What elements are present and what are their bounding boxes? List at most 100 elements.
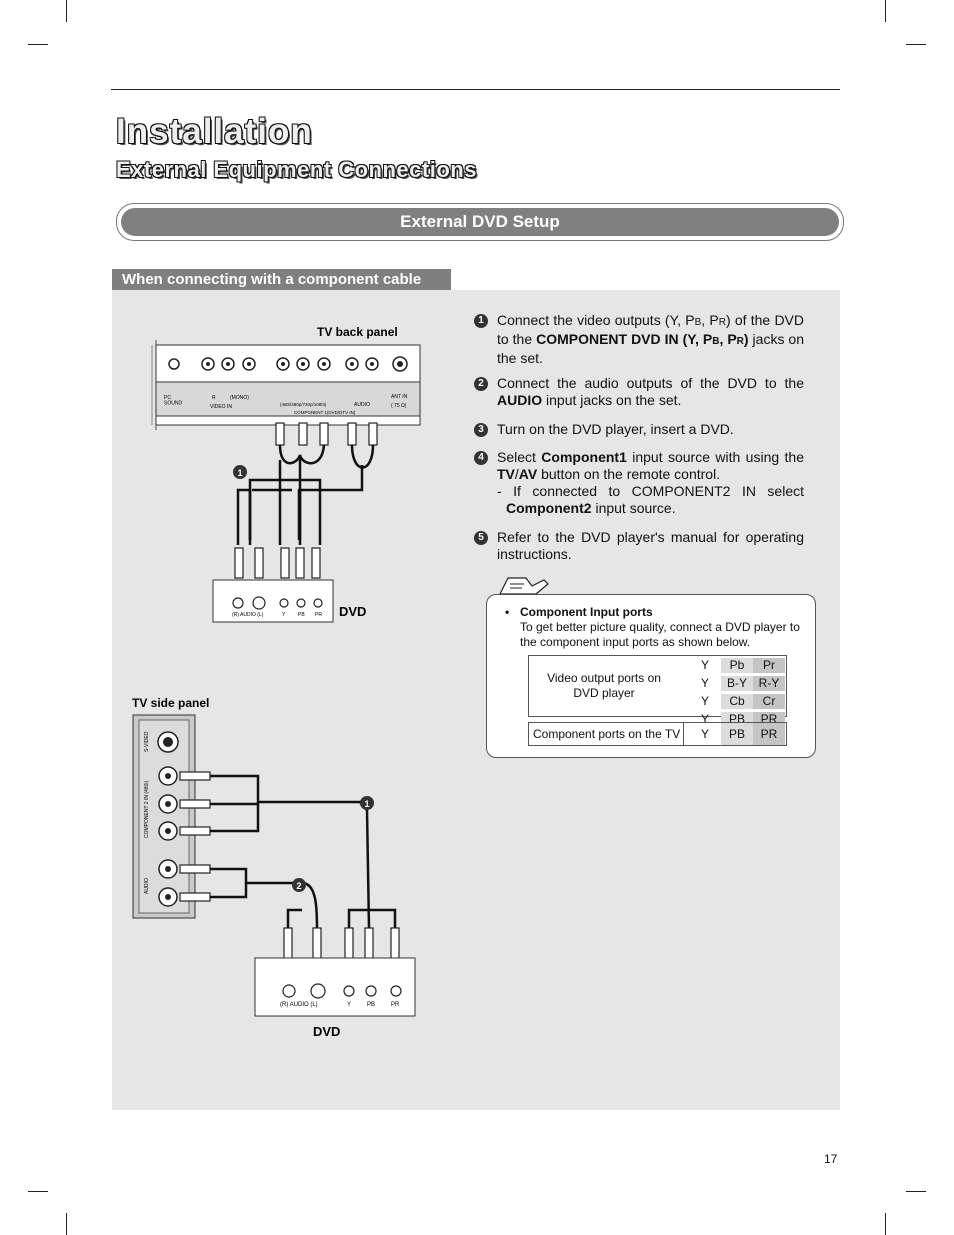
- section-banner-label: External DVD Setup: [121, 208, 839, 236]
- section-tab: When connecting with a component cable: [112, 269, 451, 290]
- side-plugs: [179, 771, 211, 902]
- step-text-part: B: [694, 317, 702, 328]
- step-text: Connect the video outputs (Y, PB, PR) of…: [497, 312, 804, 367]
- crop-mark: [906, 1191, 926, 1192]
- side-panel-jack-centers: [165, 773, 171, 900]
- step-text-part: Component2: [506, 500, 592, 516]
- dvd-label-bottom: DVD: [313, 1024, 340, 1039]
- step-text-part: jacks on the set.: [497, 331, 804, 366]
- step-text-part: input source with using the: [626, 449, 804, 465]
- port-cell: Cr: [753, 694, 785, 709]
- dvd-top-plugs: [234, 547, 321, 579]
- callout-2-text: 2: [296, 881, 301, 891]
- step-text-part: AV: [518, 466, 538, 482]
- dvd-player-top: [212, 579, 334, 623]
- dvd-label-top: DVD: [339, 604, 366, 619]
- step-text-part: R: [718, 317, 726, 328]
- step-text-part: Select: [497, 449, 542, 465]
- dvd-bottom-jacks: [282, 983, 402, 999]
- port-cell: Pr: [753, 658, 785, 673]
- page-number: 17: [824, 1152, 838, 1166]
- step-number-badge: 2: [474, 377, 488, 391]
- cables-top-bundle: [248, 478, 322, 545]
- step-text-part: button on the remote control.: [537, 466, 721, 482]
- step-text-part: COMPONENT DVD IN (Y, P: [536, 331, 713, 347]
- step-text-part: Refer to the DVD player's manual for ope…: [497, 529, 804, 562]
- dvd-top-audio-label: (R) AUDIO (L): [232, 612, 264, 618]
- crop-mark: [28, 1191, 48, 1192]
- step-text-part: , P: [719, 331, 737, 347]
- back-panel-jack-centers: [206, 361, 403, 367]
- dvd-bottom-audio-label: (R) AUDIO (L): [280, 1002, 318, 1008]
- port-cell: PR: [753, 723, 785, 745]
- crop-mark: [28, 44, 48, 45]
- crop-mark: [66, 0, 67, 22]
- step-number-badge: 4: [474, 451, 488, 465]
- audio-text: AUDIO: [354, 402, 370, 408]
- port-cell: Pb: [721, 658, 753, 673]
- dvd-bottom-pb-label: PB: [367, 1002, 375, 1008]
- crop-mark: [885, 1213, 886, 1235]
- dvd-ports-label: Video output ports on DVD player: [547, 671, 661, 700]
- tv-ports-label: Component ports on the TV: [533, 727, 681, 741]
- pc-sound-jack: [168, 358, 180, 370]
- port-cell: Y: [700, 658, 709, 672]
- step-item: 5 Refer to the DVD player's manual for op…: [474, 529, 804, 563]
- callout-2: [292, 878, 306, 892]
- step-text: Refer to the DVD player's manual for ope…: [497, 529, 804, 563]
- component1-text: COMPONENT 1(DVD/DTV IN): [294, 410, 356, 415]
- tv-back-panel-label: TV back panel: [317, 325, 398, 339]
- step-text-part: AUDIO: [497, 392, 543, 408]
- step-number-badge: 5: [474, 531, 488, 545]
- step-text: Turn on the DVD player, insert a DVD.: [497, 421, 804, 438]
- step-text: Select Component1 input source with usin…: [497, 449, 804, 483]
- ant-ohm-text: ( 75 Ω): [391, 403, 407, 409]
- step-text-part: /: [514, 466, 519, 482]
- note-hand-icon: [499, 577, 549, 595]
- dvd-bottom-plugs: [283, 927, 400, 961]
- step-sub-note: - If connected to COMPONENT2 IN select C…: [497, 483, 804, 517]
- port-cell: Y: [700, 694, 709, 708]
- port-cell: Cb: [721, 694, 753, 709]
- tv-ports-divider: [683, 723, 684, 745]
- callout-1-bottom: [360, 796, 374, 810]
- port-cell: Y: [700, 712, 709, 726]
- side-svideo-text: S-VIDEO: [144, 731, 150, 752]
- step-text-part: Connect the audio outputs of the DVD to …: [497, 375, 804, 391]
- port-cell: B-Y: [721, 676, 753, 691]
- port-cell: Y: [700, 727, 709, 741]
- component-res-text: (480i/480p/720p/1080i): [280, 402, 327, 407]
- step-item: 2 Connect the audio outputs of the DVD to…: [474, 375, 804, 409]
- cables-top: [236, 444, 375, 545]
- section-banner: External DVD Setup: [116, 203, 844, 241]
- dvd-bottom-y-label: Y: [347, 1002, 351, 1008]
- step-text-part: ): [743, 331, 749, 347]
- crop-mark: [66, 1213, 67, 1235]
- crop-mark: [906, 44, 926, 45]
- page-subtitle: External Equipment Connections: [116, 157, 477, 182]
- page-title: Installation: [116, 112, 313, 151]
- callout-1-bottom-text: 1: [364, 799, 369, 809]
- note-bullet: •: [505, 605, 510, 619]
- tv-side-panel-inner: [138, 719, 190, 914]
- step-text-part: input jacks on the set.: [542, 392, 682, 408]
- svideo-jack-center: [163, 737, 173, 747]
- tv-side-panel-label: TV side panel: [132, 696, 209, 710]
- port-cell: R-Y: [753, 676, 785, 691]
- av-r-text: R: [212, 395, 216, 401]
- side-audio-text: AUDIO: [144, 878, 150, 894]
- ant-in-text: ANT IN: [391, 394, 408, 400]
- note-box: • Component Input ports To get better pi…: [486, 594, 816, 758]
- dvd-top-jacks: [232, 596, 323, 610]
- side-component2-text: COMPONENT 2 IN (480i): [144, 781, 150, 838]
- step-item: 4 Select Component1 input source with usi…: [474, 449, 804, 517]
- port-cell: Y: [700, 676, 709, 690]
- callout-1-top-text: 1: [237, 468, 242, 478]
